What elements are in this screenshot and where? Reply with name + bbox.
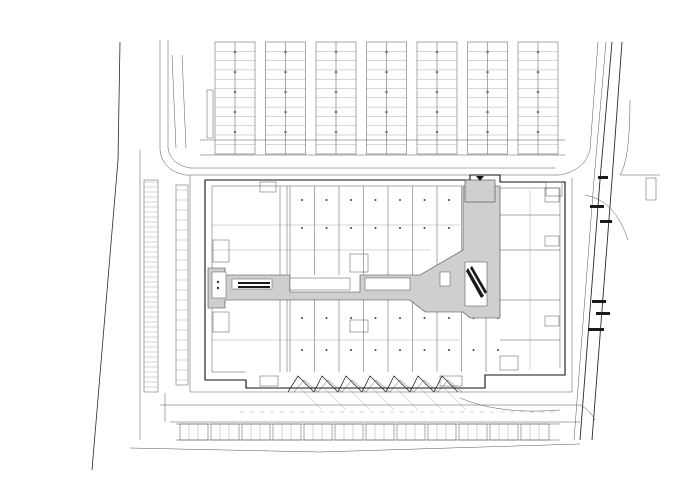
shop-bay xyxy=(289,186,303,372)
parking-bay xyxy=(272,423,302,441)
south-parking-bays xyxy=(176,423,560,441)
site-boundary xyxy=(91,41,581,471)
parking-column xyxy=(366,41,407,155)
parking-bay xyxy=(210,423,240,441)
building-cores xyxy=(212,181,563,387)
parking-bay xyxy=(427,423,457,441)
shop-bay xyxy=(338,186,352,372)
parking-bay xyxy=(179,423,209,441)
parking-bay xyxy=(396,423,426,441)
south-ramps xyxy=(287,375,467,411)
parking-bay xyxy=(365,423,395,441)
east-wing-units xyxy=(500,187,560,370)
parking-bay xyxy=(489,423,519,441)
parking-column xyxy=(265,41,306,155)
parking-bay xyxy=(334,423,364,441)
parking-column xyxy=(467,41,508,155)
parking-bay xyxy=(303,423,333,441)
parking-bay xyxy=(458,423,488,441)
shop-bay xyxy=(363,186,377,372)
parking-column xyxy=(315,41,357,155)
parking-column xyxy=(214,41,256,155)
parking-bay xyxy=(241,423,271,441)
south-road xyxy=(160,393,596,423)
parking-column xyxy=(416,41,458,155)
shop-bay xyxy=(412,186,426,372)
east-road xyxy=(559,41,660,441)
central-mall xyxy=(207,176,501,319)
parking-bay xyxy=(520,423,550,441)
access-roads xyxy=(159,40,565,176)
building-outline xyxy=(189,174,573,393)
shop-bay xyxy=(387,186,401,372)
parking-column xyxy=(517,41,559,155)
north-parking-lot xyxy=(214,41,559,155)
west-parking-strip xyxy=(143,179,189,393)
ramp-zigzag xyxy=(287,375,459,393)
shop-bay xyxy=(314,186,328,372)
